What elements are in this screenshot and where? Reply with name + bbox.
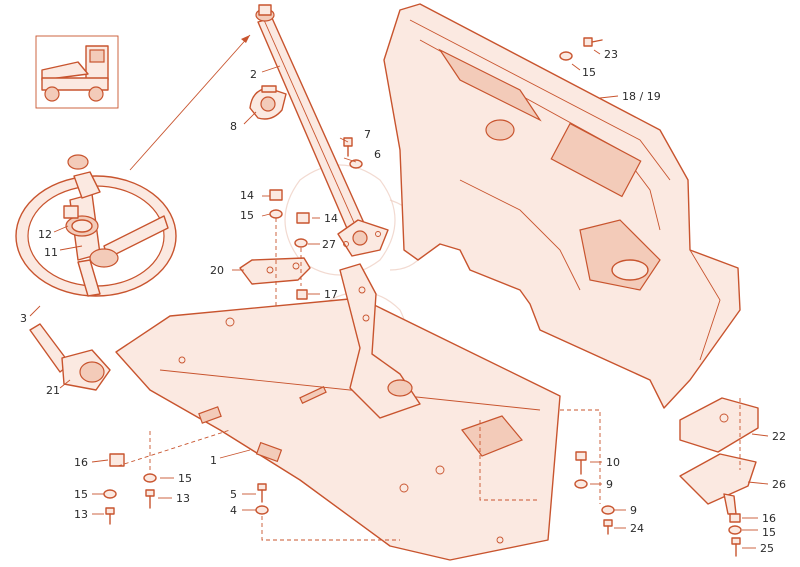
steering-wheel bbox=[15, 154, 177, 297]
bolt-part bbox=[559, 37, 603, 61]
callout-26: 26 bbox=[772, 478, 786, 491]
bracket-part bbox=[239, 257, 311, 285]
callout-14: 14 bbox=[240, 189, 254, 202]
callout-25: 25 bbox=[760, 542, 774, 555]
callout-13: 13 bbox=[176, 492, 190, 505]
washer-part bbox=[349, 159, 363, 169]
hardware-right bbox=[574, 451, 742, 557]
callout-9: 9 bbox=[606, 478, 613, 491]
hardware-left bbox=[103, 453, 157, 525]
nut-part bbox=[269, 189, 310, 300]
dashed-guide bbox=[117, 429, 231, 467]
callout-8: 8 bbox=[230, 120, 237, 133]
callout-labels: 2 8 7 6 14 15 14 27 20 17 23 15 18 / 19 … bbox=[20, 48, 786, 555]
detail-pointer-arrow bbox=[241, 35, 250, 43]
callout-16: 16 bbox=[762, 512, 776, 525]
callout-9: 9 bbox=[630, 504, 637, 517]
callout-15: 15 bbox=[762, 526, 776, 539]
steering-column bbox=[255, 4, 389, 257]
callout-5: 5 bbox=[230, 488, 237, 501]
dashboard-housing bbox=[383, 3, 741, 409]
dashed-guide bbox=[479, 420, 540, 501]
plate-part bbox=[679, 397, 759, 515]
callout-1: 1 bbox=[210, 454, 217, 467]
callout-15: 15 bbox=[582, 66, 596, 79]
callout-7: 7 bbox=[364, 128, 371, 141]
clamp-part bbox=[249, 85, 287, 120]
callout-17: 17 bbox=[324, 288, 338, 301]
pedal-bracket bbox=[339, 263, 421, 419]
callout-4: 4 bbox=[230, 504, 237, 517]
hardware-center bbox=[255, 483, 269, 515]
callout-15: 15 bbox=[74, 488, 88, 501]
callout-22: 22 bbox=[772, 430, 786, 443]
control-lever bbox=[29, 323, 111, 391]
callout-15: 15 bbox=[240, 209, 254, 222]
callout-27: 27 bbox=[322, 238, 336, 251]
callout-14: 14 bbox=[324, 212, 338, 225]
callout-18-19: 18 / 19 bbox=[622, 90, 661, 103]
callout-10: 10 bbox=[606, 456, 620, 469]
callout-6: 6 bbox=[374, 148, 381, 161]
detail-pointer-line bbox=[129, 34, 251, 171]
dashed-guide bbox=[261, 516, 400, 541]
floor-plate bbox=[115, 297, 561, 561]
callout-24: 24 bbox=[630, 522, 644, 535]
callout-3: 3 bbox=[20, 312, 27, 325]
leader-lines bbox=[29, 49, 769, 549]
callout-12: 12 bbox=[38, 228, 52, 241]
callout-21: 21 bbox=[46, 384, 60, 397]
callout-11: 11 bbox=[44, 246, 58, 259]
vehicle-thumbnail bbox=[35, 35, 119, 109]
callout-16: 16 bbox=[74, 456, 88, 469]
callout-13: 13 bbox=[74, 508, 88, 521]
callout-23: 23 bbox=[604, 48, 618, 61]
callout-20: 20 bbox=[210, 264, 224, 277]
callout-15: 15 bbox=[178, 472, 192, 485]
callout-2: 2 bbox=[250, 68, 257, 81]
